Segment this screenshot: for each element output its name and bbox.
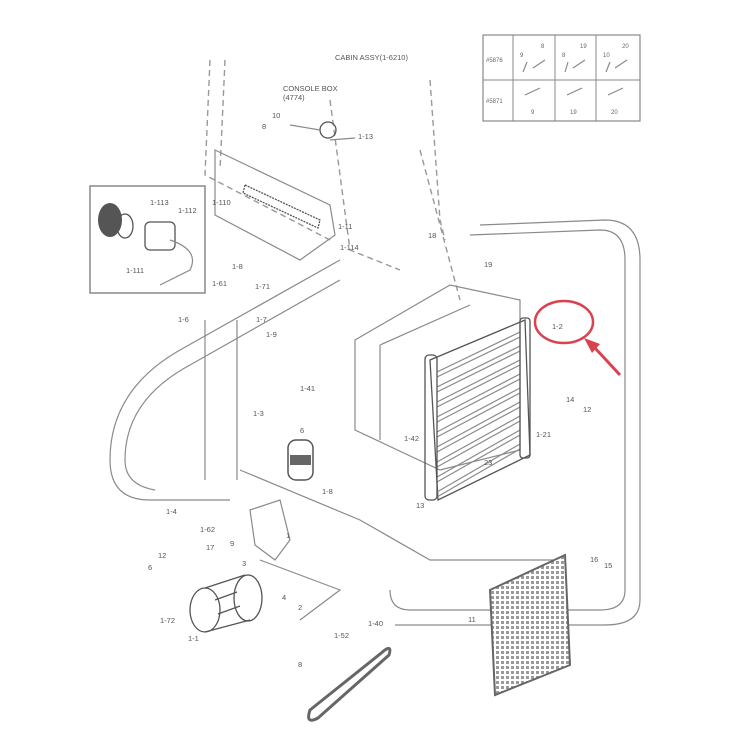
- arrow-head: [584, 338, 600, 353]
- table-cell: 19: [580, 44, 587, 50]
- table-cell: 9: [520, 53, 524, 59]
- part-label: 1-112: [178, 206, 197, 215]
- part-label: 1-41: [300, 384, 315, 393]
- console-box-label: CONSOLE BOX: [283, 84, 338, 93]
- part-label: 1-52: [334, 631, 349, 640]
- table-cell: 10: [603, 53, 610, 59]
- highlight-annotation: [533, 299, 622, 377]
- drive-belt: [307, 646, 392, 722]
- condenser-fin: [436, 331, 521, 378]
- variant-table: #5876 #5871 8 9 19 8 20 10 9 19 20: [482, 34, 641, 122]
- inset-blower: [89, 185, 206, 294]
- part-label: 15: [604, 561, 612, 570]
- condenser-fin: [436, 373, 521, 423]
- table-row-label: #5876: [486, 58, 503, 64]
- part-label: 1-21: [536, 430, 551, 439]
- part-label: 3: [242, 559, 246, 568]
- table-cell: 8: [562, 53, 566, 59]
- part-label: 1-110: [212, 198, 231, 207]
- part-label: 12: [158, 551, 166, 560]
- condenser-fin: [436, 429, 521, 483]
- part-label: 1-2: [552, 322, 563, 331]
- part-label: 6: [148, 563, 152, 572]
- part-label: 12: [583, 405, 591, 414]
- part-label: 2: [298, 603, 302, 612]
- part-label: 1-3: [253, 409, 264, 418]
- part-label: 1: [286, 531, 290, 540]
- part-label: 1-9: [266, 330, 277, 339]
- table-row-label: #5871: [486, 99, 503, 105]
- hose-loop: [109, 219, 641, 626]
- part-label: 1-62: [200, 525, 215, 534]
- condenser: [424, 317, 531, 502]
- part-label: 9: [230, 539, 234, 548]
- filter-grille: [488, 553, 572, 697]
- part-label: 1-111: [126, 266, 144, 275]
- cabin-outline: [204, 59, 461, 301]
- console-box-number: (4774): [283, 93, 305, 102]
- condenser-fin: [436, 415, 521, 468]
- compressor: [189, 574, 263, 633]
- part-label: 10: [272, 111, 280, 120]
- highlight-circle: [533, 299, 595, 345]
- table-cell: 20: [611, 110, 618, 116]
- part-label: 1-61: [212, 279, 227, 288]
- part-label: 6: [300, 426, 304, 435]
- console-box: [214, 121, 356, 261]
- part-label: 1-6: [178, 315, 189, 324]
- part-label: 1-8: [232, 262, 243, 271]
- part-label: 14: [566, 395, 574, 404]
- part-label: 1-113: [150, 198, 169, 207]
- part-label: 1-42: [404, 434, 419, 443]
- part-label: 1-13: [358, 132, 373, 141]
- arrow-icon: [593, 346, 622, 377]
- part-label: 8: [298, 660, 302, 669]
- part-label: 16: [590, 555, 598, 564]
- receiver-dryer: [287, 439, 314, 481]
- part-label: 13: [416, 501, 424, 510]
- part-label: 8: [262, 122, 266, 131]
- part-label: 1-40: [368, 619, 383, 628]
- part-label: 17: [206, 543, 214, 552]
- part-label: 1-71: [255, 282, 270, 291]
- part-label: 4: [282, 593, 286, 602]
- part-label: 23: [484, 458, 492, 467]
- part-label: 1-4: [166, 507, 177, 516]
- part-label: 1-72: [160, 616, 175, 625]
- part-label: 18: [428, 231, 436, 240]
- part-label: 1-8: [322, 487, 333, 496]
- part-label: 1-7: [256, 315, 267, 324]
- condenser-fin: [436, 359, 521, 408]
- part-labels: 1081-131-1131-1121-1111-1101-111-1141-81…: [126, 111, 612, 669]
- part-label: 1-11: [338, 222, 352, 231]
- condenser-fin: [436, 401, 521, 453]
- table-cell: 9: [531, 110, 535, 116]
- condenser-fin: [436, 443, 521, 498]
- table-cell: 20: [622, 44, 629, 50]
- part-label: 11: [468, 615, 476, 624]
- table-cell: 19: [570, 110, 577, 116]
- cabin-assy-label: CABIN ASSY(1-6210): [335, 53, 408, 62]
- part-label: 19: [484, 260, 492, 269]
- part-label: 1-114: [340, 243, 359, 252]
- condenser-fin: [436, 345, 521, 393]
- table-cell: 8: [541, 44, 545, 50]
- condenser-fin: [436, 387, 521, 438]
- part-label: 1-1: [188, 634, 199, 643]
- compressor-bracket: [249, 499, 342, 621]
